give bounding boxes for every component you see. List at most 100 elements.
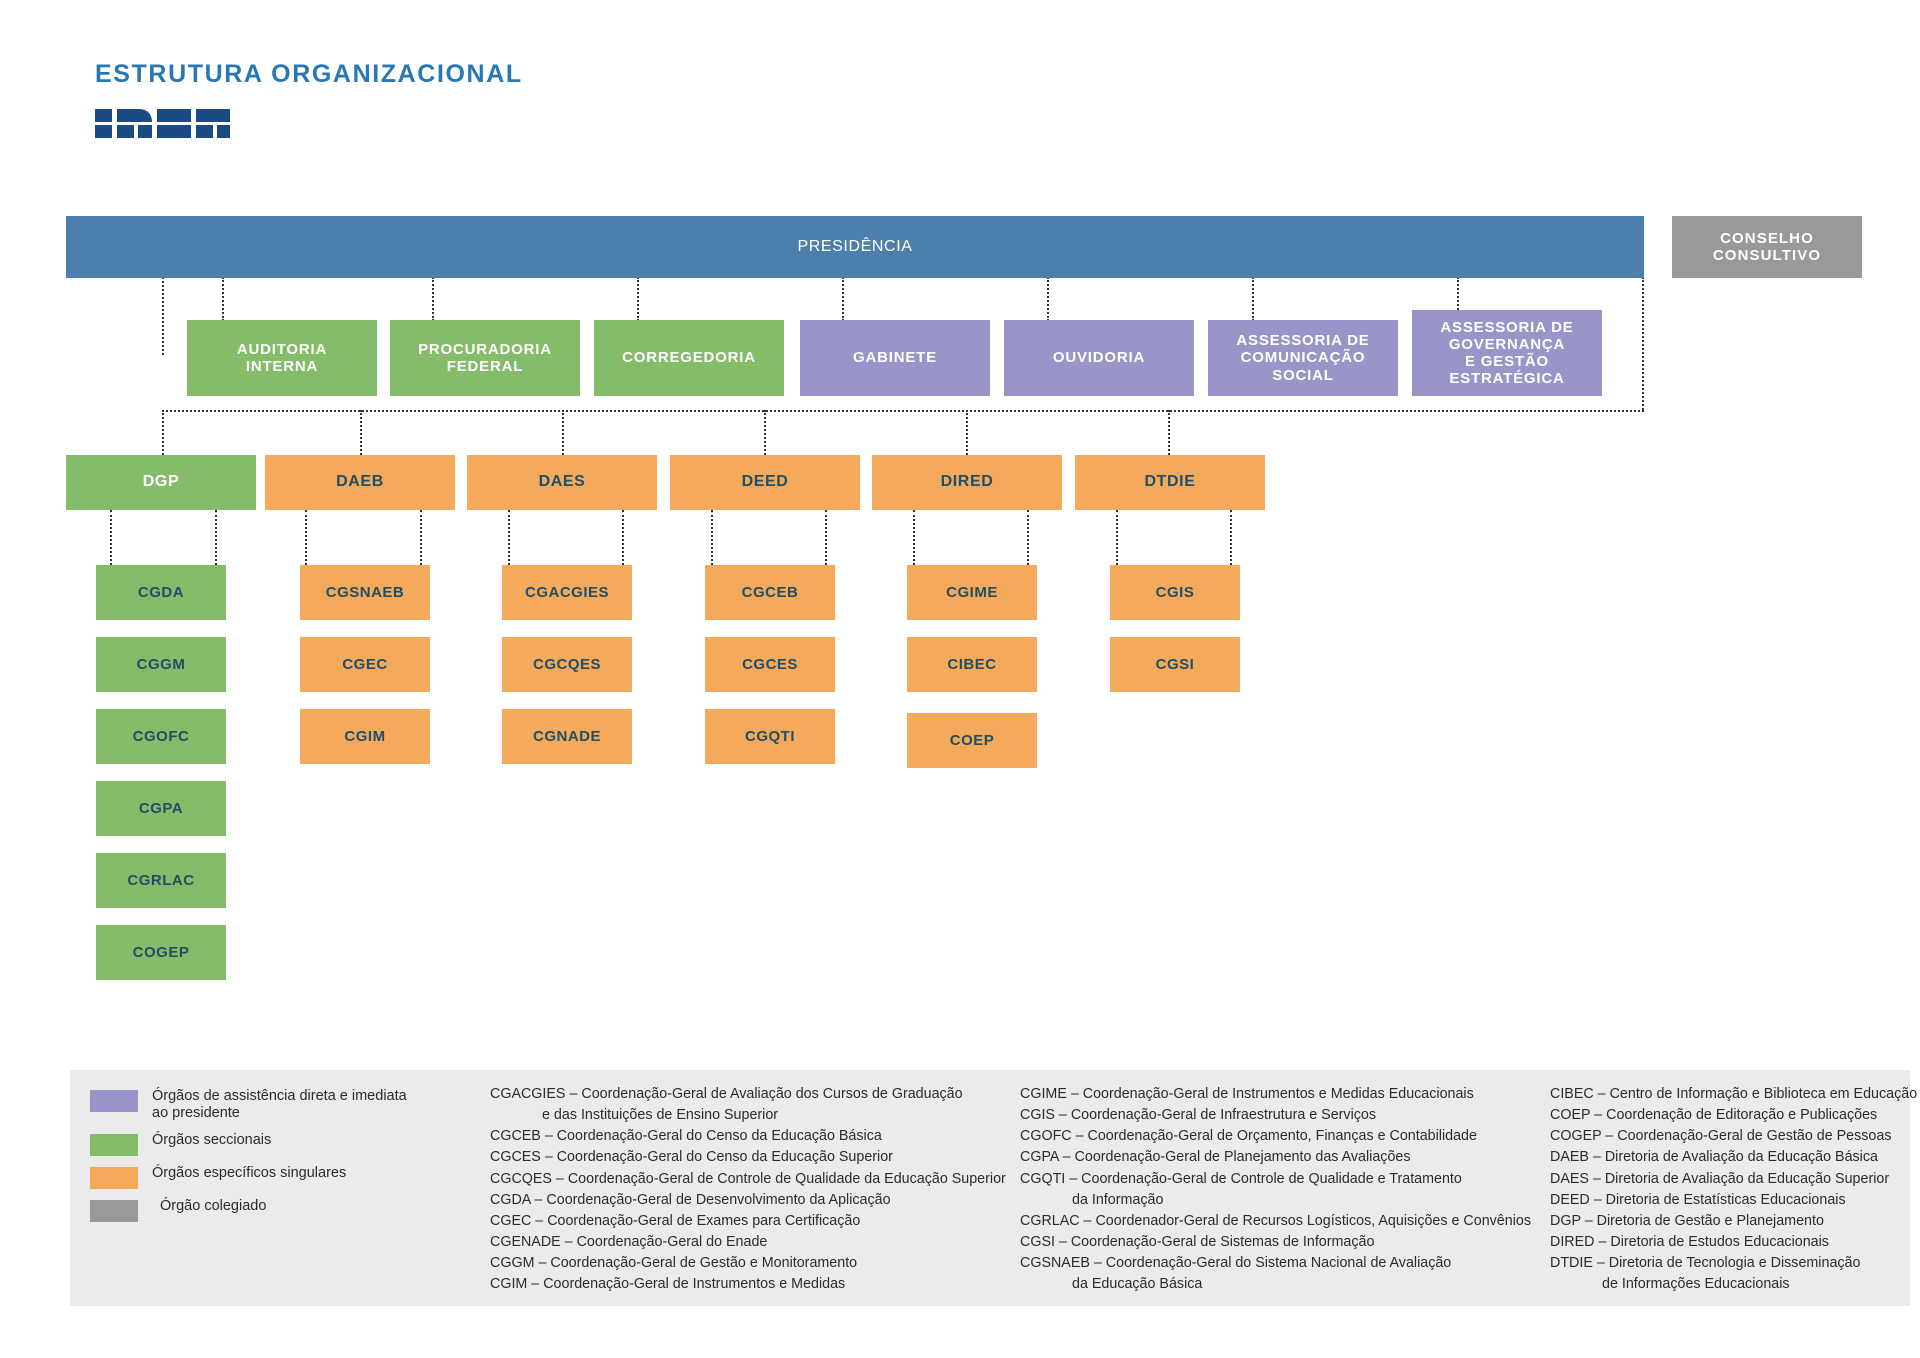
legend-label: Órgão colegiado	[160, 1197, 267, 1214]
acronym-line: CGOFC – Coordenação-Geral de Orçamento, …	[1020, 1128, 1477, 1145]
node-label: CIBEC	[947, 655, 997, 673]
acronym-line: CGACGIES – Coordenação-Geral de Avaliaçã…	[490, 1086, 963, 1102]
connector-line	[1252, 277, 1254, 321]
legend-key-list: Órgãos de assistência direta e imediata …	[90, 1088, 440, 1231]
node-cgda[interactable]: CGDA	[96, 565, 226, 620]
node-label: CGCEB	[741, 583, 799, 601]
node-label: CGQTI	[745, 727, 795, 745]
node-dired[interactable]: DIRED	[872, 455, 1062, 510]
node-label: PRESIDÊNCIA	[797, 237, 913, 255]
acronym-line: CIBEC – Centro de Informação e Bibliotec…	[1550, 1086, 1918, 1102]
node-cibec[interactable]: CIBEC	[907, 637, 1037, 692]
node-cgis[interactable]: CGIS	[1110, 565, 1240, 620]
node-label: PROCURADORIA FEDERAL	[418, 340, 552, 375]
acronym-line: da Informação	[1072, 1191, 1164, 1208]
node-cogep[interactable]: COGEP	[96, 925, 226, 980]
connector-line	[1230, 510, 1232, 565]
acronym-line: CGGM – Coordenação-Geral de Gestão e Mon…	[490, 1255, 858, 1272]
node-dgp[interactable]: DGP	[66, 455, 256, 510]
node-label: CGIM	[344, 727, 386, 745]
node-label: CONSELHO CONSULTIVO	[1712, 229, 1822, 264]
inep-logo-mark	[95, 109, 230, 138]
node-cgsi[interactable]: CGSI	[1110, 637, 1240, 692]
node-gabinete[interactable]: GABINETE	[800, 320, 990, 396]
acronym-line: CGIM – Coordenação-Geral de Instrumentos…	[490, 1276, 846, 1293]
node-deed[interactable]: DEED	[670, 455, 860, 510]
node-label: CGSNAEB	[325, 583, 405, 601]
node-cgim[interactable]: CGIM	[300, 709, 430, 764]
node-cgces[interactable]: CGCES	[705, 637, 835, 692]
node-cgpa[interactable]: CGPA	[96, 781, 226, 836]
connector-line	[222, 277, 224, 321]
node-cgcqes[interactable]: CGCQES	[502, 637, 632, 692]
node-cgceb[interactable]: CGCEB	[705, 565, 835, 620]
connector-line	[637, 277, 639, 321]
node-assessoria-governanca-gestao-estrategica[interactable]: ASSESSORIA DE GOVERNANÇA E GESTÃO ESTRAT…	[1412, 310, 1602, 396]
node-daes[interactable]: DAES	[467, 455, 657, 510]
connector-line	[110, 510, 112, 565]
node-corregedoria[interactable]: CORREGEDORIA	[594, 320, 784, 396]
node-label: DGP	[142, 473, 180, 491]
node-coep[interactable]: COEP	[907, 713, 1037, 768]
node-cgrlac[interactable]: CGRLAC	[96, 853, 226, 908]
node-cgnade[interactable]: CGNADE	[502, 709, 632, 764]
connector-line	[1047, 277, 1049, 321]
connector-line	[1642, 277, 1644, 410]
legend-swatch-colegiado	[90, 1199, 138, 1222]
node-label: CGIME	[946, 583, 998, 601]
node-cgime[interactable]: CGIME	[907, 565, 1037, 620]
connector-line	[420, 510, 422, 565]
node-label: DTDIE	[1144, 473, 1196, 491]
legend-swatch-assistencia	[90, 1090, 138, 1112]
node-label: CGSI	[1155, 655, 1195, 673]
node-label: CGRLAC	[127, 871, 195, 889]
acronym-line: CGENADE – Coordenação-Geral do Enade	[490, 1234, 768, 1251]
connector-line	[764, 410, 766, 455]
connector-line	[305, 510, 307, 565]
connector-line	[360, 410, 362, 455]
connector-line	[162, 410, 164, 455]
connector-line	[1168, 410, 1170, 455]
node-label: ASSESSORIA DE COMUNICAÇÃO SOCIAL	[1236, 332, 1370, 384]
node-cgsnaeb[interactable]: CGSNAEB	[300, 565, 430, 620]
connector-line	[711, 510, 713, 565]
legend-item: Órgãos seccionais	[90, 1132, 440, 1156]
node-cgacgies[interactable]: CGACGIES	[502, 565, 632, 620]
connector-line	[913, 510, 915, 565]
connector-line	[162, 277, 164, 355]
node-label: CGCES	[742, 655, 798, 673]
org-chart: PRESIDÊNCIA CONSELHO CONSULTIVO AUDITORI…	[66, 216, 1862, 980]
connector-line	[1457, 277, 1459, 321]
acronym-line: COEP – Coordenação de Editoração e Publi…	[1550, 1107, 1878, 1124]
connector-line	[622, 510, 624, 565]
acronym-line: CGDA – Coordenação-Geral de Desenvolvime…	[490, 1191, 891, 1208]
acronym-column-a: CGACGIES – Coordenação-Geral de Avaliaçã…	[490, 1084, 1020, 1296]
node-label: OUVIDORIA	[1052, 349, 1146, 367]
node-dtdie[interactable]: DTDIE	[1075, 455, 1265, 510]
acronym-line: CGPA – Coordenação-Geral de Planejamento…	[1020, 1149, 1411, 1166]
legend-label: Órgãos específicos singulares	[152, 1164, 347, 1181]
node-cgqti[interactable]: CGQTI	[705, 709, 835, 764]
node-label: CGNADE	[532, 727, 601, 745]
connector-line	[215, 510, 217, 565]
node-daeb[interactable]: DAEB	[265, 455, 455, 510]
acronym-line: CGRLAC – Coordenador-Geral de Recursos L…	[1020, 1212, 1531, 1229]
node-procuradoria-federal[interactable]: PROCURADORIA FEDERAL	[390, 320, 580, 396]
acronym-line: DEED – Diretoria de Estatísticas Educaci…	[1550, 1191, 1846, 1208]
node-ouvidoria[interactable]: OUVIDORIA	[1004, 320, 1194, 396]
acronym-line: CGCQES – Coordenação-Geral de Controle d…	[490, 1170, 1006, 1187]
node-conselho-consultivo[interactable]: CONSELHO CONSULTIVO	[1672, 216, 1862, 278]
acronym-line: DGP – Diretoria de Gestão e Planejamento	[1550, 1212, 1824, 1229]
node-cgofc[interactable]: CGOFC	[96, 709, 226, 764]
node-cgec[interactable]: CGEC	[300, 637, 430, 692]
legend-item: Órgãos de assistência direta e imediata …	[90, 1088, 440, 1123]
node-assessoria-comunicacao-social[interactable]: ASSESSORIA DE COMUNICAÇÃO SOCIAL	[1208, 320, 1398, 396]
node-cggm[interactable]: CGGM	[96, 637, 226, 692]
acronym-line: CGSI – Coordenação-Geral de Sistemas de …	[1020, 1234, 1375, 1251]
acronym-column-c: CIBEC – Centro de Informação e Bibliotec…	[1550, 1084, 1920, 1296]
node-label: ASSESSORIA DE GOVERNANÇA E GESTÃO ESTRAT…	[1440, 318, 1574, 388]
node-auditoria-interna[interactable]: AUDITORIA INTERNA	[187, 320, 377, 396]
node-presidencia[interactable]: PRESIDÊNCIA	[66, 216, 1644, 278]
node-label: GABINETE	[853, 349, 937, 367]
page-header: ESTRUTURA ORGANIZACIONAL	[95, 60, 523, 143]
